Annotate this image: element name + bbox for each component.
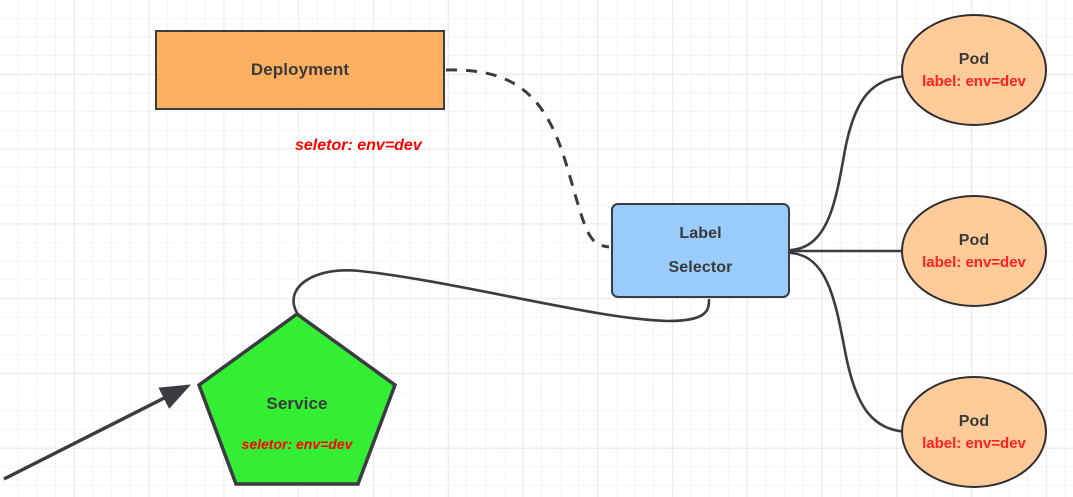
node-deployment[interactable]: Deployment	[155, 30, 445, 110]
pod-1-selector-label: label: env=dev	[922, 72, 1026, 90]
pod-2-label: Pod	[958, 231, 990, 249]
service-text-block: Service seletor: env=dev	[242, 348, 353, 452]
edge-external-to-service	[3, 384, 192, 481]
pentagon-shape	[197, 312, 397, 486]
pod-2-selector-label: label: env=dev	[922, 253, 1026, 271]
pod-3-selector-label: label: env=dev	[922, 434, 1026, 452]
service-label: Service	[266, 393, 328, 413]
pod-1-label: Pod	[958, 50, 990, 68]
pod-3-label: Pod	[958, 412, 990, 430]
node-pod-2[interactable]: Pod label: env=dev	[901, 195, 1047, 307]
node-service[interactable]: Service seletor: env=dev	[197, 312, 397, 487]
label-selector-line2: Selector	[668, 258, 733, 276]
node-pod-1[interactable]: Pod label: env=dev	[901, 14, 1047, 126]
node-label-selector[interactable]: Label Selector	[611, 203, 790, 298]
service-selector-label: seletor: env=dev	[241, 435, 353, 452]
node-pod-3[interactable]: Pod label: env=dev	[901, 376, 1047, 488]
edge-label-selector-to-pod-1	[789, 74, 910, 252]
edge-deployment-to-label-selector	[445, 68, 610, 249]
deployment-label: Deployment	[250, 60, 350, 79]
edge-label-selector-to-pod-3	[789, 251, 910, 434]
deployment-selector-caption: seletor: env=dev	[295, 137, 422, 154]
label-selector-line1: Label	[679, 224, 722, 242]
